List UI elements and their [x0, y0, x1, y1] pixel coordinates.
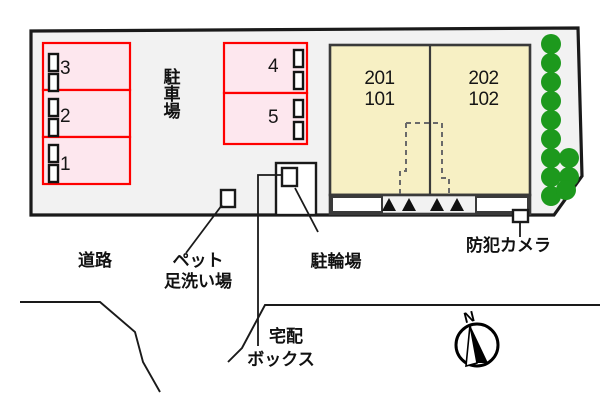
tree-icon [541, 129, 561, 149]
car-stopper [47, 117, 60, 138]
tree-icon [541, 34, 561, 54]
callout-security-camera: 防犯カメラ [466, 236, 551, 255]
callout-road: 道路 [78, 251, 112, 270]
car-stopper [292, 98, 305, 119]
tree-icon [541, 186, 561, 206]
tree-icon [541, 53, 561, 73]
callout-bicycle-parking: 駐輪場 [310, 252, 362, 271]
security-camera-icon [511, 208, 530, 224]
tree-icon [556, 180, 576, 200]
delivery-box-marker [257, 166, 299, 346]
security-camera-marker [511, 208, 530, 237]
compass-circle [454, 322, 500, 368]
unit-label-right-lower: 102 [468, 89, 499, 110]
tree-icon [559, 148, 579, 168]
car-stopper [292, 120, 305, 141]
pet-wash-marker [185, 188, 237, 254]
step-marker [430, 198, 444, 211]
compass-rose [454, 322, 500, 368]
tree-row [541, 34, 579, 206]
unit-label-left-lower: 101 [364, 89, 395, 110]
car-stopper [47, 163, 60, 184]
callout-pet-wash-line2: 足洗い場 [164, 272, 232, 291]
car-stopper [292, 48, 305, 69]
step-marker [450, 198, 464, 211]
tree-icon [541, 110, 561, 130]
parking-stall-number-5: 5 [268, 107, 279, 128]
pet-wash-leader [185, 204, 223, 254]
parking-area-label-text: 駐車場 [160, 68, 180, 119]
callout-pet-wash-line1: ペット [172, 251, 224, 270]
road-boundary-lines [20, 301, 600, 393]
apartment-building [328, 43, 532, 216]
parking-block-left [41, 41, 132, 186]
car-stopper [47, 143, 60, 164]
callout-delivery-box-line1: 宅配 [269, 327, 303, 346]
pet-wash-icon [219, 188, 237, 209]
callout-delivery-box-line2: ボックス [247, 350, 315, 369]
parking-block-center [222, 41, 309, 146]
balcony-right [475, 196, 529, 213]
parking-stall-number-3: 3 [60, 58, 71, 79]
delivery-box-icon [280, 166, 299, 188]
delivery-box-leader [257, 174, 282, 346]
tree-icon [541, 148, 561, 168]
staircase-dashed-outline [399, 122, 450, 195]
unit-label-right-upper: 202 [468, 68, 499, 89]
balcony-left [331, 196, 383, 213]
unit-label-left-upper: 201 [364, 68, 395, 89]
step-marker [382, 198, 396, 211]
tree-icon [541, 167, 561, 187]
car-stopper [47, 72, 60, 93]
bicycle-parking-leader [294, 187, 319, 233]
parking-area-label: 駐車場 [160, 68, 180, 123]
car-stopper [292, 70, 305, 91]
parking-stall-number-4: 4 [268, 56, 279, 77]
tree-icon [541, 72, 561, 92]
step-marker [402, 198, 416, 211]
car-stopper [47, 97, 60, 118]
car-stopper [47, 52, 60, 73]
parking-stall-number-2: 2 [60, 106, 71, 127]
road-edge-right [227, 304, 600, 363]
tree-icon [541, 91, 561, 111]
road-edge-left [20, 301, 161, 393]
parking-stall-number-1: 1 [60, 154, 71, 175]
compass-needle-dark [470, 325, 488, 363]
